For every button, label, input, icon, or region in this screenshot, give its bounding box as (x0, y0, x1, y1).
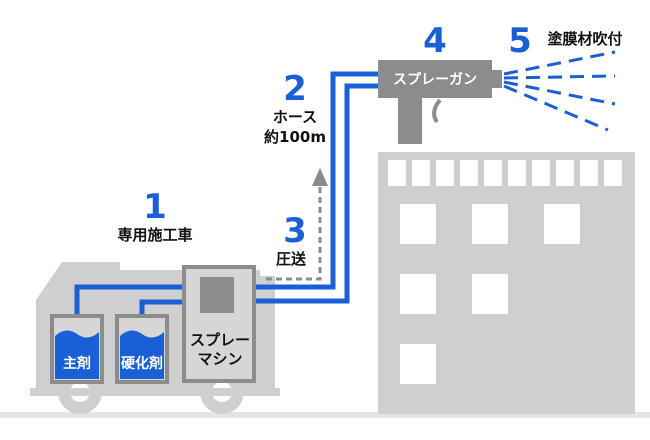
gun-label: スプレーガン (393, 72, 477, 88)
spray-machine: スプレー マシン (182, 265, 256, 383)
step-2-label-line2: 約100m (264, 128, 326, 146)
step-2-number: 2 (283, 69, 307, 109)
building-icon (378, 152, 635, 414)
machine-label-line1: スプレー (190, 331, 250, 349)
step-3-label: 圧送 (276, 250, 307, 268)
step-2-label-line1: ホース (273, 108, 317, 126)
tank-hardener: 硬化剤 (115, 314, 169, 384)
tank-label-main: 主剤 (63, 355, 91, 372)
step-1-label: 専用施工車 (117, 226, 192, 244)
tank-main: 主剤 (50, 314, 104, 384)
step-3-number: 3 (283, 211, 307, 251)
step-4-number: 4 (423, 21, 447, 61)
spray-mist-icon (503, 50, 616, 132)
pressure-arrow-icon (266, 168, 328, 281)
step-5-number: 5 (508, 21, 532, 61)
step-1-number: 1 (143, 187, 167, 227)
tank-label-hardener: 硬化剤 (121, 355, 163, 372)
step-5-label: 塗膜材吹付 (547, 30, 622, 48)
ground-line (0, 412, 650, 418)
spray-gun-icon: スプレーガン (378, 60, 502, 144)
pump-block (200, 277, 234, 313)
machine-label-line2: マシン (197, 350, 242, 368)
